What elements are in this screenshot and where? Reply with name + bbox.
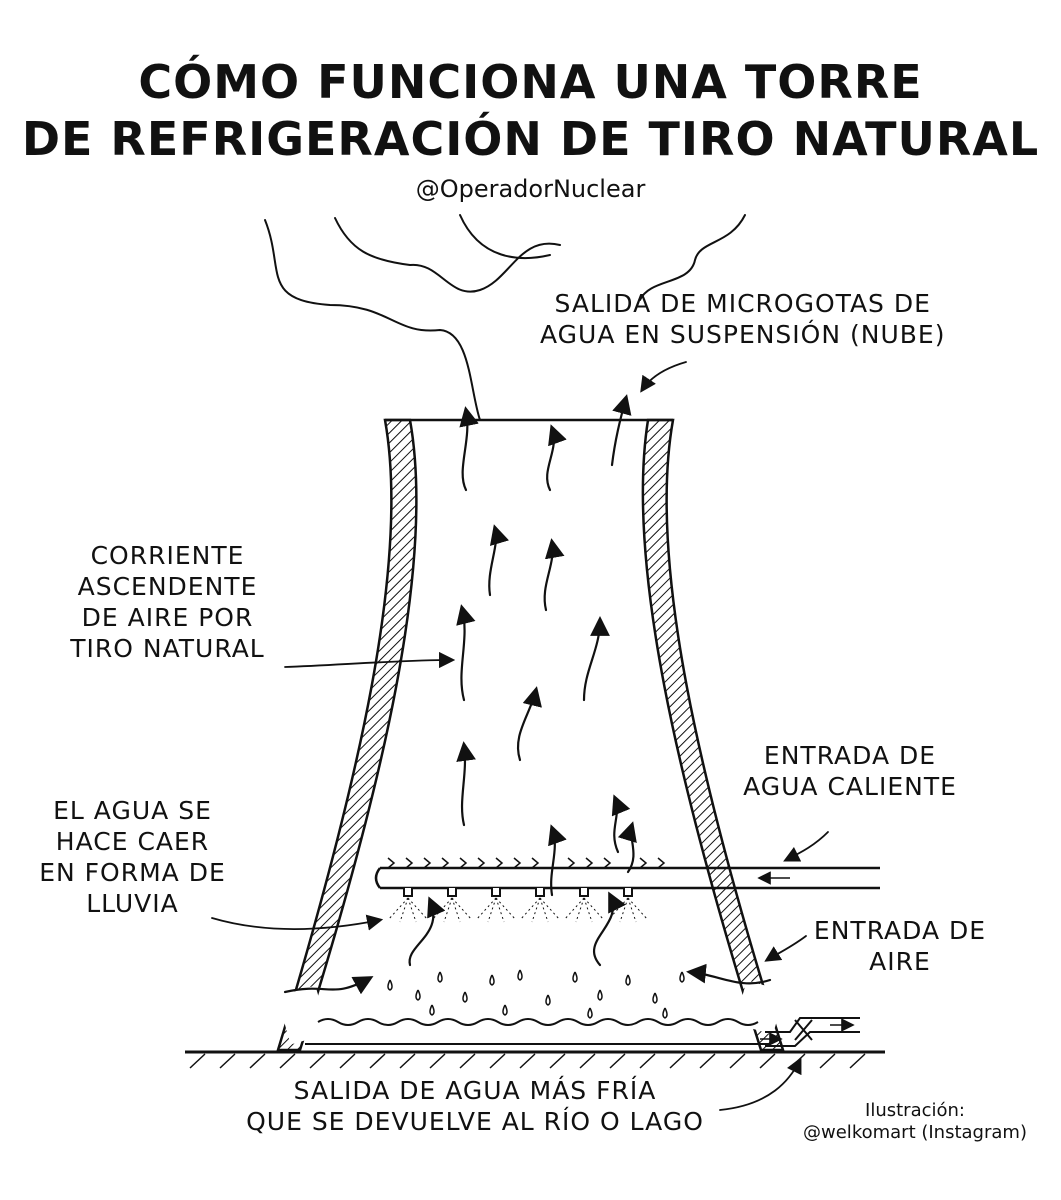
updraft-arrows <box>408 394 637 967</box>
label-cold-water-outlet: SALIDA DE AGUA MÁS FRÍA QUE SE DEVUELVE … <box>246 1076 704 1136</box>
hot-water-pipe <box>374 857 880 923</box>
ground <box>185 1050 885 1069</box>
label-rain: EL AGUA SE HACE CAER EN FORMA DE LLUVIA <box>39 796 226 918</box>
water-basin <box>305 1018 770 1045</box>
rain-drops <box>387 969 685 1019</box>
cloud-outline <box>264 214 746 421</box>
label-updraft: CORRIENTE ASCENDENTE DE AIRE POR TIRO NA… <box>70 541 265 663</box>
tower-wall-left <box>276 418 418 1052</box>
author-handle: @OperadorNuclear <box>415 175 646 203</box>
air-inlet-arrows <box>283 963 772 995</box>
label-cloud: SALIDA DE MICROGOTAS DE AGUA EN SUSPENSI… <box>540 289 946 349</box>
cold-water-outlet <box>760 1017 860 1047</box>
label-hot-water-inlet: ENTRADA DE AGUA CALIENTE <box>743 741 957 801</box>
label-air-inlet: ENTRADA DE AIRE <box>813 916 987 976</box>
leader-arrows <box>211 361 829 1111</box>
illustration-credit: Ilustración: @welkomart (Instagram) <box>803 1100 1027 1143</box>
title-line-2: DE REFRIGERACIÓN DE TIRO NATURAL <box>21 112 1040 166</box>
title-line-1: CÓMO FUNCIONA UNA TORRE <box>138 55 923 109</box>
tower-wall-right <box>641 418 786 1052</box>
